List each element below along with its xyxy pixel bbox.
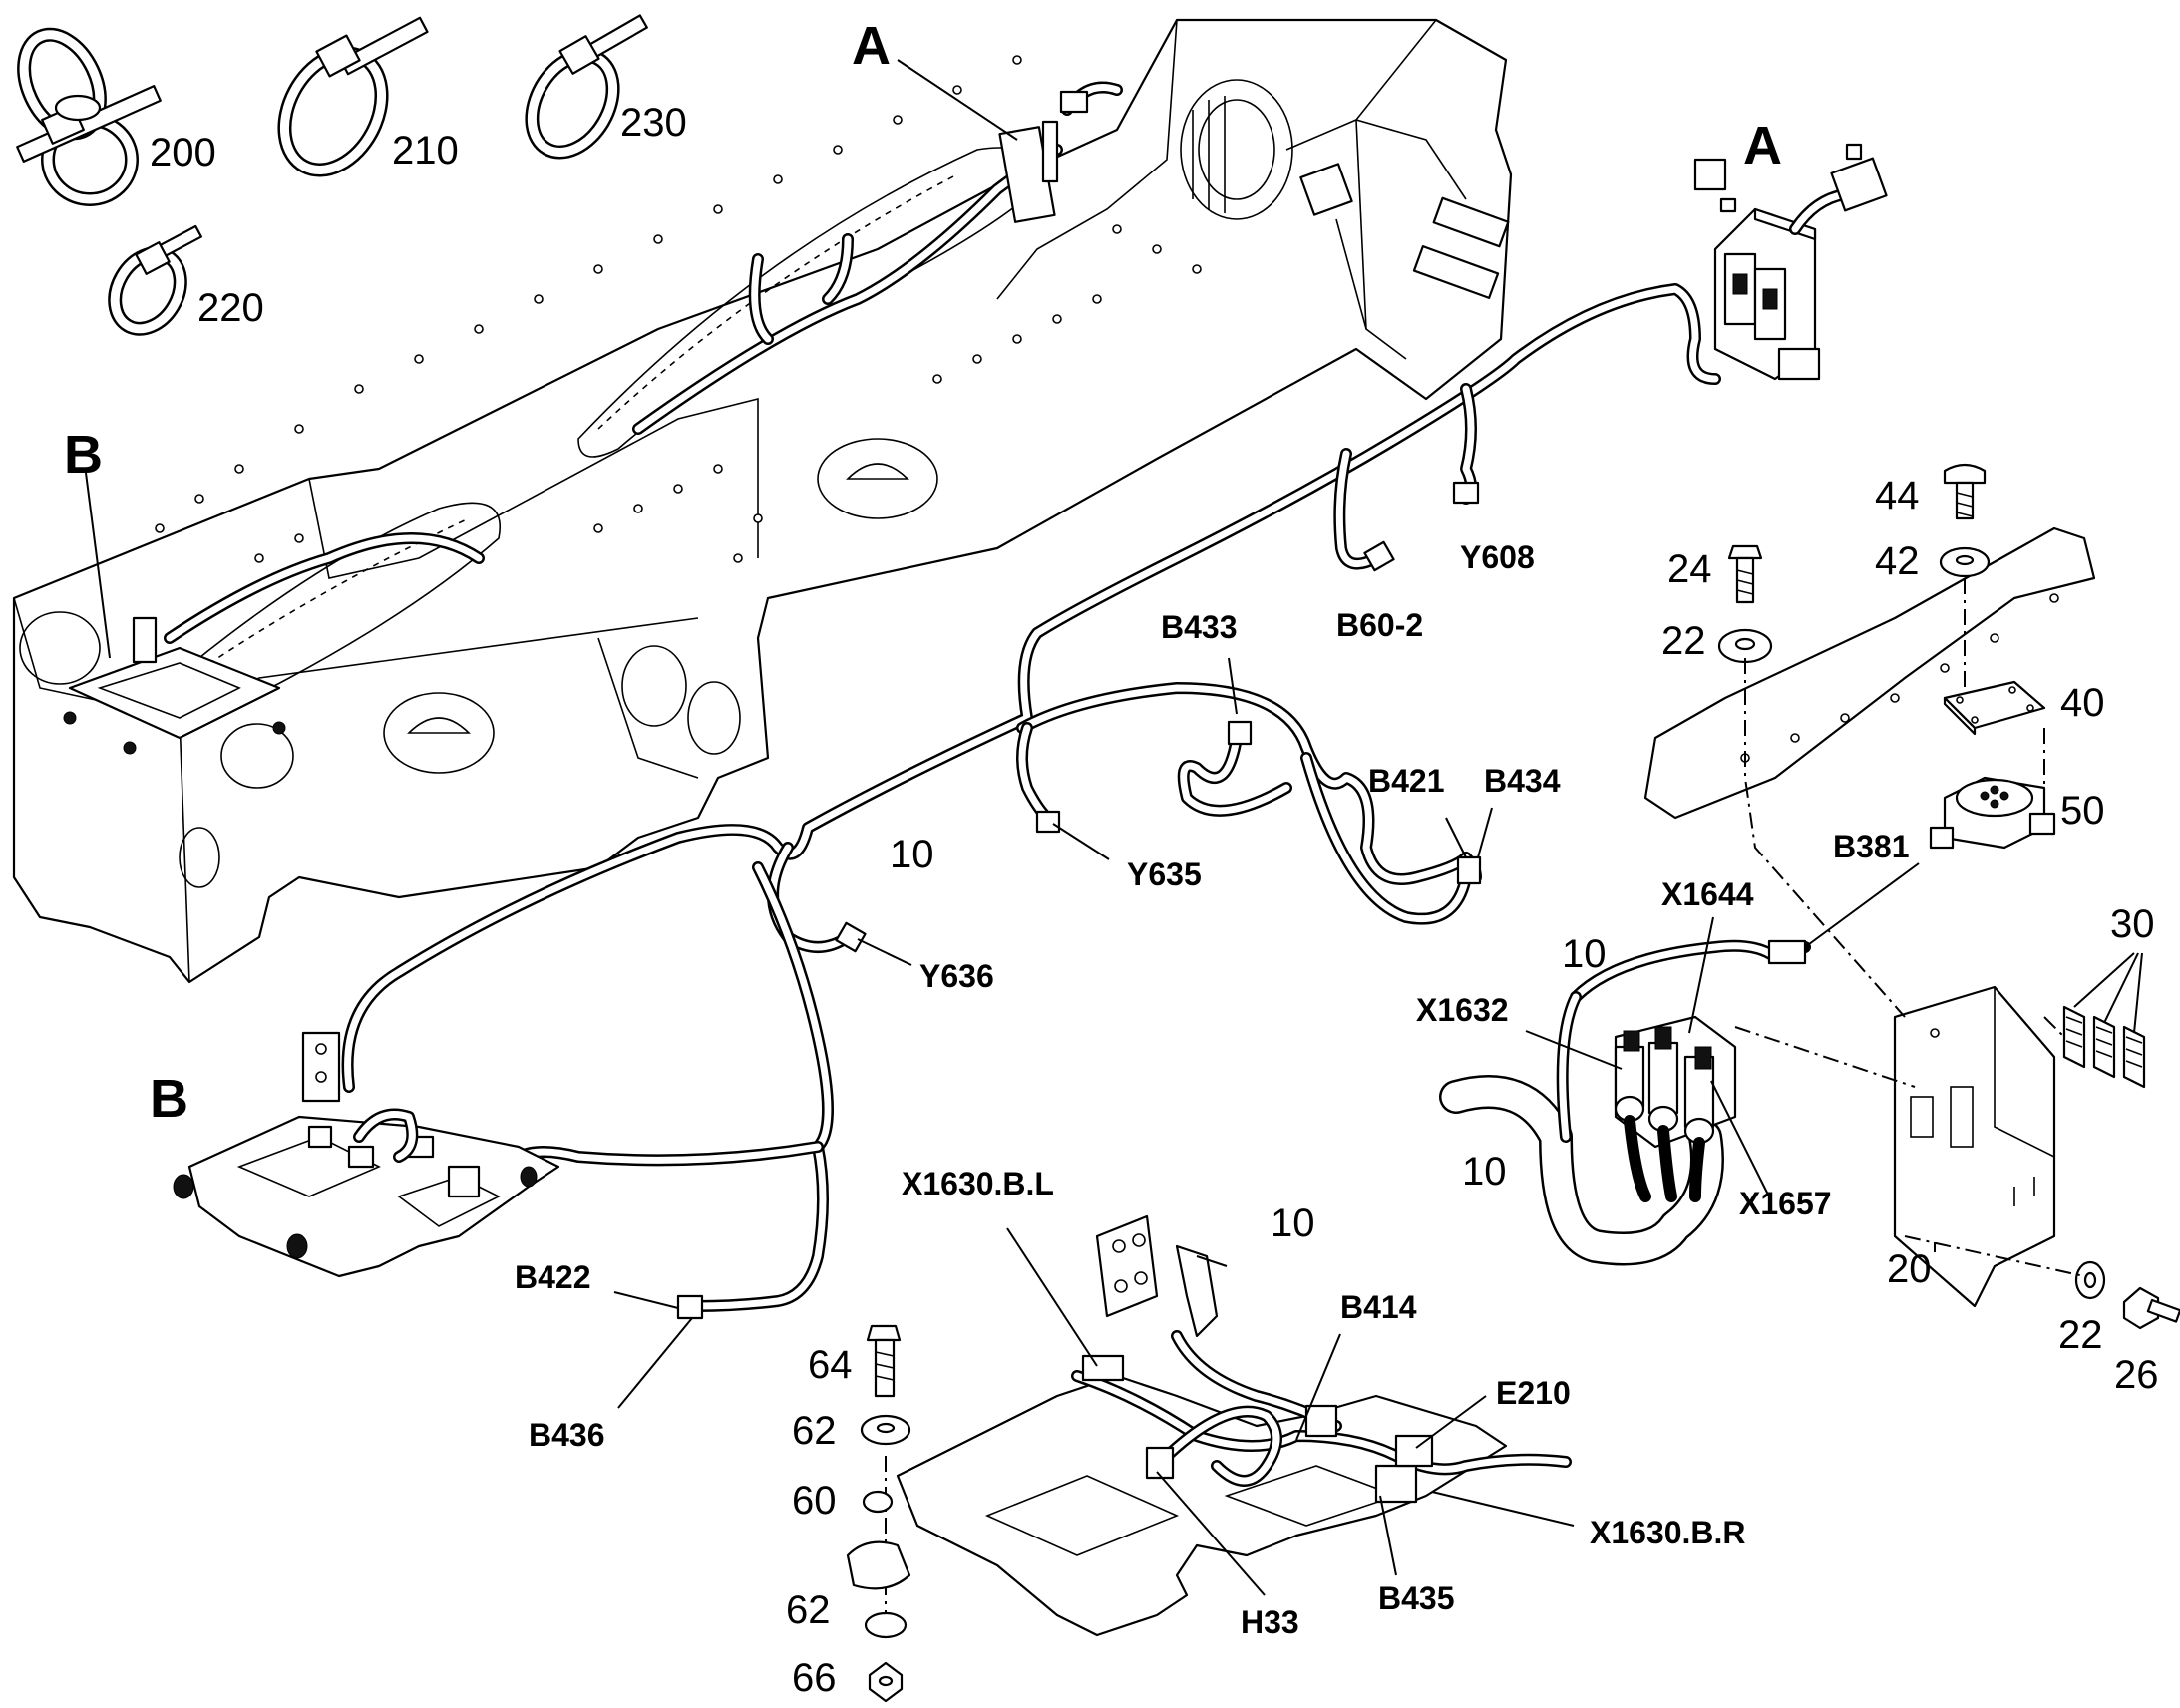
- label-x1630-b-l: X1630.B.L: [902, 1166, 1054, 1201]
- label-b60-2: B60-2: [1336, 607, 1423, 643]
- plate-40: [1943, 680, 2046, 736]
- callout-labels: 200 210 230 220 A A B B 10 10 10 10 44 4…: [64, 16, 2159, 1700]
- label-item-200: 200: [150, 131, 216, 174]
- label-b436: B436: [529, 1417, 605, 1453]
- clips-30: [2062, 1005, 2146, 1089]
- label-b422: B422: [515, 1259, 591, 1295]
- bolt-64: [866, 1324, 902, 1398]
- label-item-62-bottom: 62: [786, 1588, 831, 1632]
- label-b414: B414: [1340, 1289, 1417, 1325]
- mount-60: [846, 1490, 911, 1590]
- label-item-22-top: 22: [1661, 619, 1706, 663]
- cable-tie-210: [277, 16, 429, 177]
- sensor-50: [1929, 776, 2056, 850]
- label-harness-10-center: 10: [890, 833, 934, 876]
- label-b381: B381: [1833, 829, 1910, 864]
- label-item-30: 30: [2110, 902, 2155, 946]
- label-detail-a-top: A: [852, 16, 891, 76]
- cable-tie-230: [525, 14, 648, 160]
- label-item-50: 50: [2060, 789, 2105, 833]
- label-y608: Y608: [1460, 539, 1535, 575]
- label-item-220: 220: [197, 286, 264, 330]
- screw-44: [1943, 463, 1987, 520]
- label-item-26: 26: [2114, 1353, 2159, 1397]
- label-detail-a-right: A: [1743, 116, 1782, 175]
- washer-42: [1939, 546, 1991, 578]
- label-e210: E210: [1496, 1375, 1571, 1411]
- nut-66: [868, 1661, 904, 1703]
- label-item-62-top: 62: [792, 1409, 837, 1453]
- detail-b-bracket-left: [173, 1031, 560, 1278]
- frame-section-right: [1643, 526, 2096, 820]
- screw-26: [2122, 1286, 2180, 1330]
- hose-assembly-10: [1439, 939, 1811, 1266]
- label-x1644: X1644: [1661, 876, 1754, 912]
- washer-22-bottom: [2074, 1260, 2106, 1300]
- label-item-42: 42: [1875, 539, 1920, 583]
- machine-frame: [12, 18, 1513, 984]
- label-detail-b-top: B: [64, 425, 103, 485]
- label-item-60: 60: [792, 1479, 837, 1523]
- label-b434: B434: [1484, 763, 1561, 799]
- label-item-24: 24: [1667, 547, 1712, 591]
- label-y636: Y636: [919, 958, 994, 994]
- bolt-24: [1727, 544, 1763, 604]
- cable-tie-200: [16, 27, 162, 206]
- label-x1630-b-r: X1630.B.R: [1590, 1515, 1746, 1550]
- label-y635: Y635: [1127, 856, 1202, 892]
- label-item-22-bottom: 22: [2058, 1313, 2103, 1357]
- bracket-20: [1893, 985, 2056, 1308]
- label-b433: B433: [1161, 609, 1238, 645]
- leader-lines: [85, 59, 2143, 1596]
- label-x1632: X1632: [1416, 992, 1509, 1028]
- washer-62-top: [860, 1414, 911, 1446]
- detail-b-bracket-bottom: [896, 1214, 1572, 1637]
- frame-bolt-holes: [155, 55, 1202, 563]
- label-item-230: 230: [620, 101, 687, 145]
- label-h33: H33: [1241, 1604, 1299, 1640]
- washer-62-bottom: [864, 1611, 908, 1639]
- label-harness-10-right-lower: 10: [1462, 1150, 1507, 1194]
- label-x1657: X1657: [1739, 1186, 1832, 1221]
- label-b435: B435: [1378, 1580, 1455, 1616]
- detail-a-assembly: [1713, 143, 1888, 381]
- label-item-40: 40: [2060, 681, 2105, 725]
- label-item-210: 210: [392, 129, 459, 172]
- label-item-64: 64: [808, 1343, 853, 1387]
- label-item-44: 44: [1875, 474, 1920, 517]
- label-b421: B421: [1368, 763, 1445, 799]
- harness-connectors: [676, 158, 1727, 1320]
- label-item-66: 66: [792, 1656, 837, 1700]
- label-detail-b-left: B: [150, 1069, 188, 1129]
- washer-22-top: [1717, 628, 1773, 664]
- label-item-20: 20: [1887, 1247, 1932, 1291]
- label-harness-10-right-upper: 10: [1562, 932, 1607, 976]
- cable-tie-220: [108, 224, 202, 336]
- label-harness-10-bottom: 10: [1271, 1201, 1315, 1245]
